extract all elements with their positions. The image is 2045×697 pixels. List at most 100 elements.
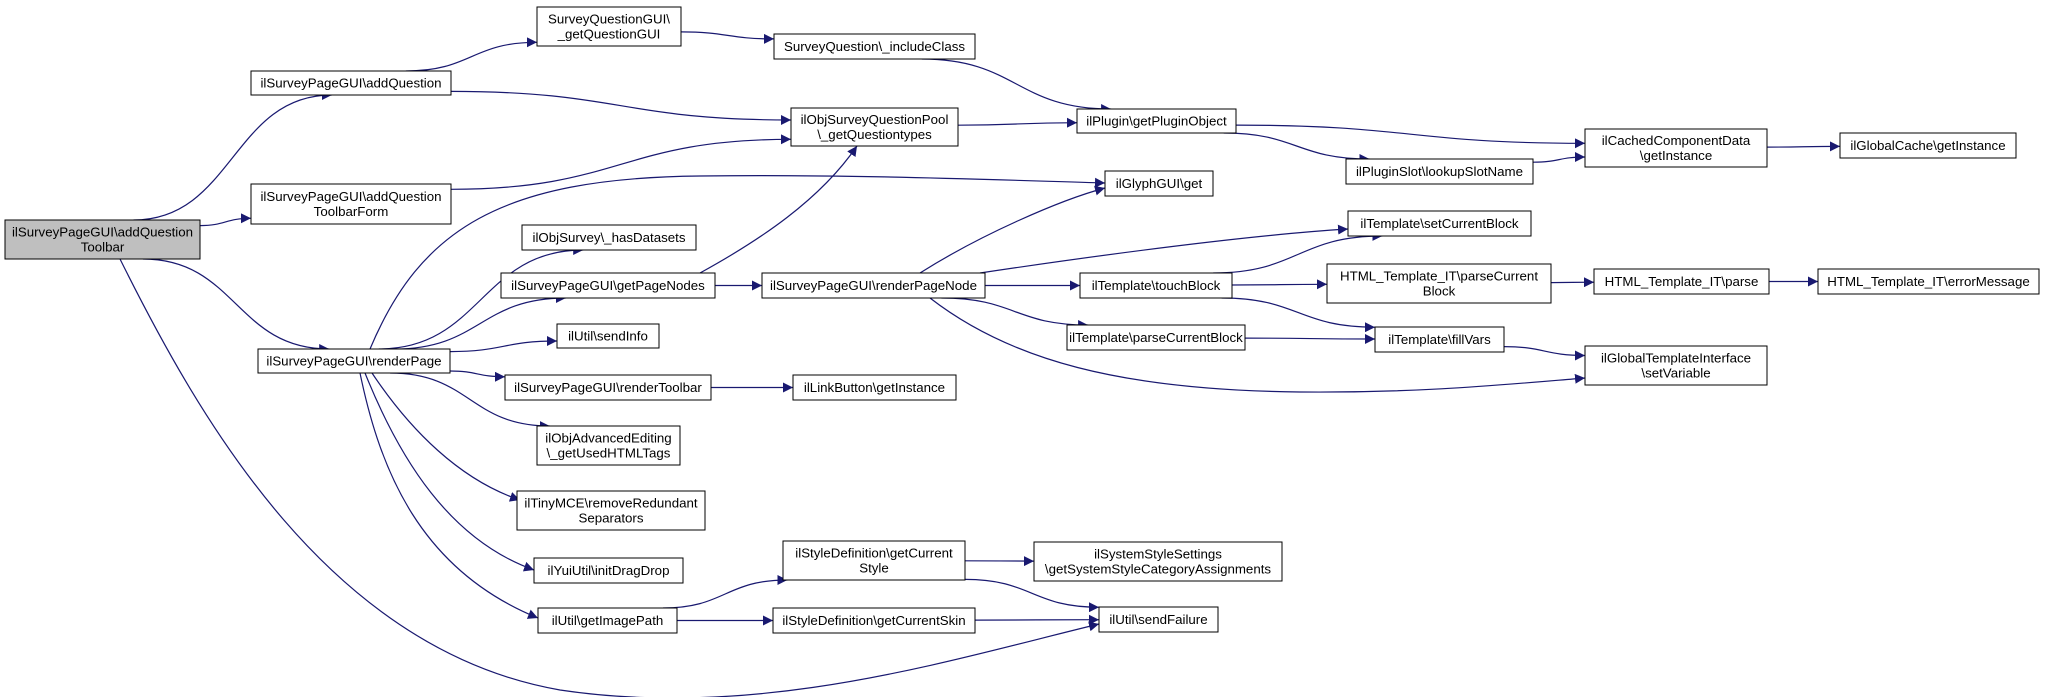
node-label-line: ilSurveyPageGUI\addQuestion [12,225,193,240]
node-glyph-get[interactable]: ilGlyphGUI\get [1104,170,1214,197]
node-fillVars[interactable]: ilTemplate\fillVars [1374,326,1505,353]
node-label-line: Toolbar [81,240,125,255]
node-label-line: ilGlobalTemplateInterface [1601,351,1751,366]
node-label-line: ilGlobalCache\getInstance [1850,138,2005,153]
node-usedHTMLTags[interactable]: ilObjAdvancedEditing\_getUsedHTMLTags [536,425,681,466]
edge-renderPage-to-removeRedundant [371,372,521,502]
node-box [761,272,986,299]
node-initDragDrop[interactable]: ilYuiUtil\initDragDrop [533,557,684,584]
node-lookupSlotName[interactable]: ilPluginSlot\lookupSlotName [1345,158,1534,185]
node-renderToolbar[interactable]: ilSurveyPageGUI\renderToolbar [504,374,712,401]
node-label-line: ilSurveyPageGUI\getPageNodes [511,278,705,293]
node-addQuestion[interactable]: ilSurveyPageGUI\addQuestion [250,70,452,96]
node-getPluginObject[interactable]: ilPlugin\getPluginObject [1076,108,1237,134]
edge-sqgui_getQuestionGUI-to-sq_includeClass [680,31,775,44]
edge-lookupSlotName-to-cached_getInstance [1532,152,1586,163]
node-box [1098,606,1219,633]
node-box [1839,132,2017,159]
edge-touchBlock-to-fillVars [1221,297,1376,333]
edge-addQToolbarForm-to-pool_getQuestiontypes [450,134,792,190]
node-box [521,224,697,251]
node-box [536,6,682,47]
node-box [537,607,678,634]
node-getImagePath[interactable]: ilUtil\getImagePath [537,607,678,634]
node-renderPage[interactable]: ilSurveyPageGUI\renderPage [257,348,451,374]
edge-renderPage-to-glyph_get [369,175,1106,350]
node-label-line: \getSystemStyleCategoryAssignments [1045,562,1271,577]
node-sendFailure[interactable]: ilUtil\sendFailure [1098,606,1219,633]
node-pool-getQuestiontypes[interactable]: ilObjSurveyQuestionPool\_getQuestiontype… [790,107,959,147]
node-label-line: Style [859,561,889,576]
node-label-line: ilObjSurvey\_hasDatasets [533,230,686,245]
edge-touchBlock-to-setCurrentBlock [1213,231,1383,274]
node-cached-getInstance[interactable]: ilCachedComponentData\getInstance [1584,128,1768,168]
node-setVariable[interactable]: ilGlobalTemplateInterface\setVariable [1584,345,1768,386]
node-label-line: SurveyQuestionGUI\ [548,12,670,27]
node-box [556,323,660,349]
node-label-line: ilObjSurveyQuestionPool [801,112,949,127]
edge-getPluginObject-to-lookupSlotName [1223,132,1370,164]
node-style-getCurrentSkin[interactable]: ilStyleDefinition\getCurrentSkin [772,607,976,634]
node-systemStyleSettings[interactable]: ilSystemStyleSettings\getSystemStyleCate… [1033,541,1283,582]
node-label-line: ilPlugin\getPluginObject [1086,114,1227,129]
node-setCurrentBlock[interactable]: ilTemplate\setCurrentBlock [1347,210,1532,237]
edge-renderPage-to-usedHTMLTags [390,372,550,431]
node-label-line: ilSurveyPageGUI\renderToolbar [514,380,702,395]
node-label-line: ilPluginSlot\lookupSlotName [1356,164,1523,179]
node-it-parse[interactable]: HTML_Template_IT\parse [1593,268,1770,295]
node-label-line: Block [1423,284,1456,299]
node-box [1374,326,1505,353]
node-box [516,490,706,531]
node-sq-includeClass[interactable]: SurveyQuestion\_includeClass [773,33,976,60]
node-box [1593,268,1770,295]
edge-renderPage-to-renderToolbar [449,370,506,382]
node-label-line: ilSurveyPageGUI\addQuestion [260,189,441,204]
node-label-line: ilUtil\sendInfo [568,329,648,344]
node-box [1347,210,1532,237]
edge-addQuestion-to-sqgui_getQuestionGUI [405,37,538,72]
node-it-errorMessage[interactable]: HTML_Template_IT\errorMessage [1817,268,2040,295]
node-parseCurrentBlock[interactable]: ilTemplate\parseCurrentBlock [1066,324,1246,351]
node-sendInfo[interactable]: ilUtil\sendInfo [556,323,660,349]
node-box [250,70,452,96]
node-box [790,107,959,147]
node-label-line: HTML_Template_IT\errorMessage [1827,274,2029,289]
node-box [773,33,976,60]
node-box [533,557,684,584]
node-it-parseCurrentBlock[interactable]: HTML_Template_IT\parseCurrentBlock [1326,263,1552,304]
node-sqgui-getQuestionGUI[interactable]: SurveyQuestionGUI\_getQuestionGUI [536,6,682,47]
node-globalcache-getInstance[interactable]: ilGlobalCache\getInstance [1839,132,2017,159]
edge-getImagePath-to-style_getCurrentStyle [662,575,788,609]
node-box [1326,263,1552,304]
node-linkbutton-getInstance[interactable]: ilLinkButton\getInstance [792,374,957,401]
node-label-line: ilCachedComponentData [1602,133,1751,148]
node-label-line: _getQuestionGUI [557,27,661,42]
node-label-line: HTML_Template_IT\parseCurrent [1340,269,1538,284]
edge-getPluginObject-to-cached_getInstance [1235,124,1586,149]
node-label-line: ilTemplate\parseCurrentBlock [1069,330,1243,345]
node-label-line: ilTinyMCE\removeRedundant [524,496,697,511]
edge-sq_includeClass-to-getPluginObject [921,58,1112,114]
node-touchBlock[interactable]: ilTemplate\touchBlock [1079,272,1233,299]
node-label-line: ilSurveyPageGUI\addQuestion [260,76,441,91]
node-box [257,348,451,374]
edge-renderPage-to-initDragDrop [364,372,535,572]
node-renderPageNode[interactable]: ilSurveyPageGUI\renderPageNode [761,272,986,299]
edge-root-to-renderPage [142,258,330,354]
node-label-line: ilStyleDefinition\getCurrent [795,546,953,561]
node-label-line: ilUtil\getImagePath [552,613,664,628]
node-label-line: ilLinkButton\getInstance [804,380,945,395]
edge-fillVars-to-setVariable [1503,346,1586,361]
node-label-line: SurveyQuestion\_includeClass [784,39,965,54]
node-box [536,425,681,466]
edge-renderPageNode-to-glyph_get [919,185,1106,274]
edge-root-to-addQuestion [133,90,332,221]
node-hasDatasets[interactable]: ilObjSurvey\_hasDatasets [521,224,697,251]
edge-style_getCurrentStyle-to-sendFailure [964,578,1100,613]
node-getPageNodes[interactable]: ilSurveyPageGUI\getPageNodes [500,272,716,299]
